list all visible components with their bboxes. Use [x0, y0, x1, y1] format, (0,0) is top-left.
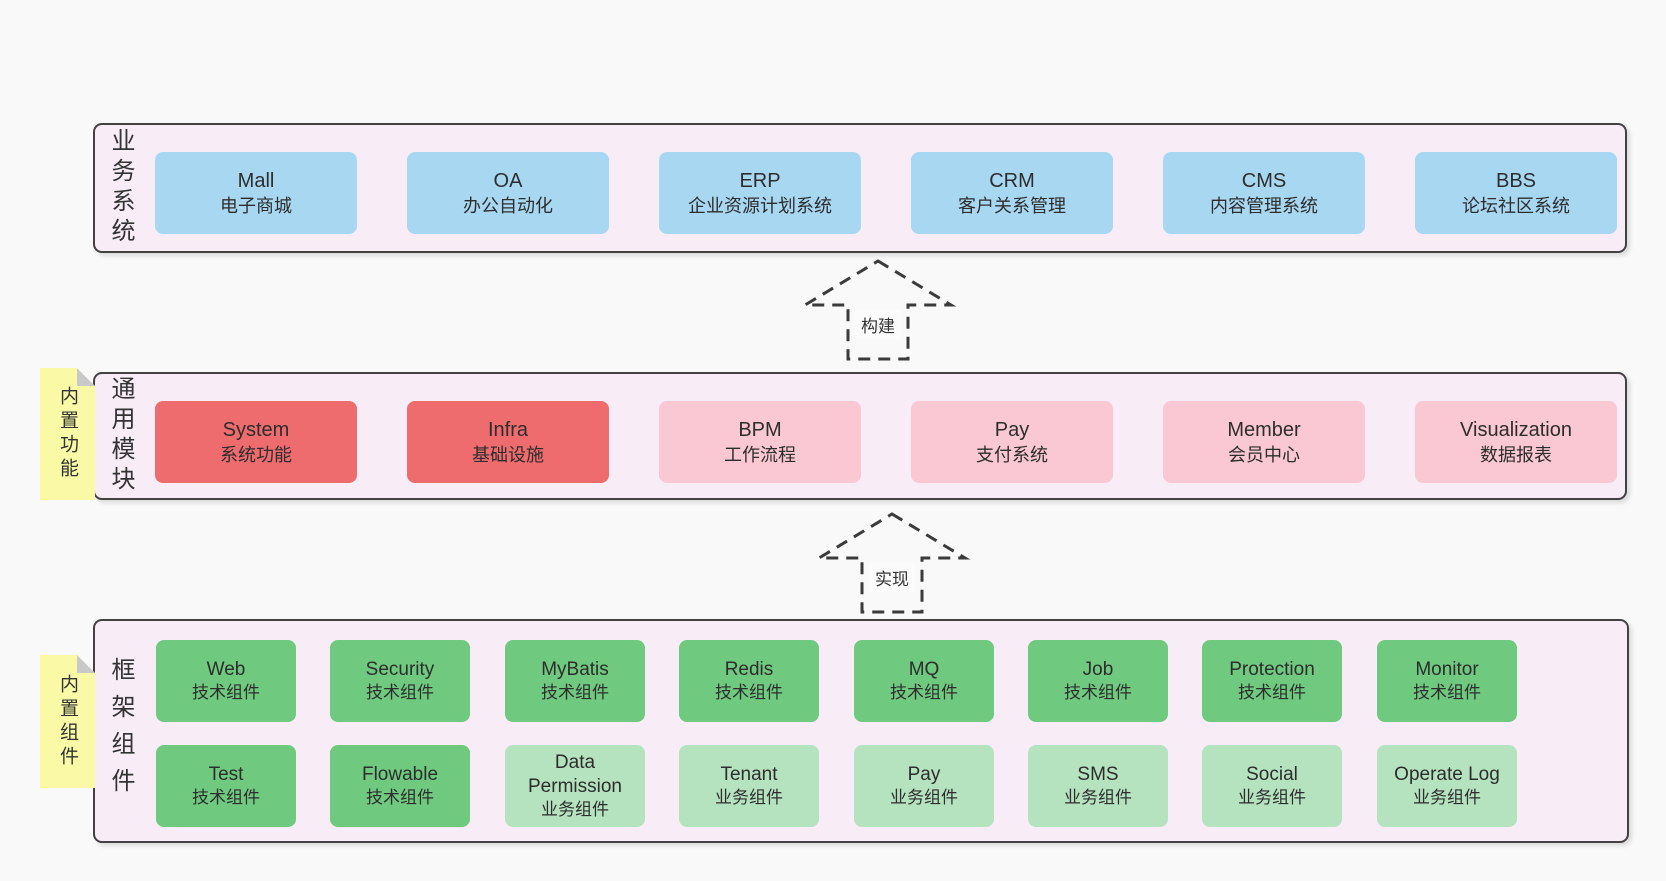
box-subtitle: 数据报表 [1480, 444, 1552, 465]
box-subtitle: 技术组件 [541, 682, 609, 702]
box-title: Infra [487, 418, 529, 441]
box-subtitle: 客户关系管理 [958, 195, 1066, 216]
box-bpm: BPM 工作流程 [659, 401, 861, 483]
box-title: Monitor [1415, 659, 1479, 681]
box-erp: ERP 企业资源计划系统 [659, 152, 861, 234]
box-protection: Protection 技术组件 [1202, 640, 1342, 722]
sticky-label: 内置组件 [57, 673, 78, 770]
box-title: BBS [1495, 169, 1537, 192]
box-title: Member [1227, 418, 1301, 441]
box-title: Data Permission [528, 752, 622, 797]
box-title: Job [1082, 659, 1114, 681]
box-bbs: BBS 论坛社区系统 [1415, 152, 1617, 234]
box-job: Job 技术组件 [1028, 640, 1168, 722]
box-subtitle: 技术组件 [192, 682, 260, 702]
arrow-implement: 实现 [812, 511, 972, 615]
box-subtitle: 论坛社区系统 [1462, 195, 1570, 216]
box-subtitle: 业务组件 [1238, 787, 1306, 807]
layer-label-common-modules: 通用模块 [107, 376, 134, 496]
box-title: Tenant [720, 764, 778, 786]
box-pay: Pay 支付系统 [911, 401, 1113, 483]
box-title: Social [1246, 764, 1298, 786]
box-title: SMS [1077, 764, 1119, 786]
box-subtitle: 办公自动化 [463, 195, 553, 216]
box-mq: MQ 技术组件 [854, 640, 994, 722]
box-title: Test [208, 764, 244, 786]
box-title: Pay [907, 764, 941, 786]
layer-panel-business-systems: 业务系统 Mall 电子商城 OA 办公自动化 ERP 企业资源计划系统 CRM… [93, 123, 1627, 253]
box-subtitle: 电子商城 [220, 195, 292, 216]
box-flowable: Flowable 技术组件 [330, 745, 470, 827]
layer-label-framework-components: 框架组件 [107, 657, 134, 805]
arrow-build: 构建 [798, 258, 958, 362]
box-title: OA [493, 169, 523, 192]
box-subtitle: 技术组件 [715, 682, 783, 702]
box-title: Security [365, 659, 435, 681]
sticky-label: 内置功能 [57, 386, 78, 482]
layer-panel-common-modules: 通用模块 System 系统功能 Infra 基础设施 BPM 工作流程 Pay… [93, 372, 1627, 500]
box-subtitle: 基础设施 [472, 444, 544, 465]
box-redis: Redis 技术组件 [679, 640, 819, 722]
box-social: Social 业务组件 [1202, 745, 1342, 827]
box-data-permission: Data Permission 业务组件 [505, 745, 645, 827]
box-subtitle: 业务组件 [715, 787, 783, 807]
box-subtitle: 支付系统 [976, 444, 1048, 465]
box-sms: SMS 业务组件 [1028, 745, 1168, 827]
box-crm: CRM 客户关系管理 [911, 152, 1113, 234]
box-title: Pay [994, 418, 1030, 441]
box-subtitle: 技术组件 [1413, 682, 1481, 702]
box-subtitle: 技术组件 [366, 682, 434, 702]
box-subtitle: 技术组件 [890, 682, 958, 702]
box-mybatis: MyBatis 技术组件 [505, 640, 645, 722]
box-subtitle: 内容管理系统 [1210, 195, 1318, 216]
box-title: Flowable [361, 764, 439, 786]
box-subtitle: 系统功能 [220, 444, 292, 465]
box-member: Member 会员中心 [1163, 401, 1365, 483]
box-title: Web [206, 659, 246, 681]
box-title: MQ [908, 659, 940, 681]
box-monitor: Monitor 技术组件 [1377, 640, 1517, 722]
box-security: Security 技术组件 [330, 640, 470, 722]
box-title: MyBatis [541, 659, 609, 681]
box-title: Mall [237, 169, 275, 192]
box-subtitle: 技术组件 [1238, 682, 1306, 702]
box-title: CMS [1241, 169, 1287, 192]
box-oa: OA 办公自动化 [407, 152, 609, 234]
sticky-note-builtin-components: 内置组件 [40, 655, 95, 788]
layer-panel-framework-components: 框架组件 Web 技术组件 Security 技术组件 MyBatis 技术组件… [93, 619, 1629, 843]
box-subtitle: 业务组件 [1064, 787, 1132, 807]
box-subtitle: 技术组件 [192, 787, 260, 807]
box-tenant: Tenant 业务组件 [679, 745, 819, 827]
sticky-note-builtin-features: 内置功能 [40, 368, 95, 500]
box-title: BPM [738, 418, 782, 441]
arrow-build-label: 构建 [855, 310, 901, 339]
box-title: CRM [989, 169, 1035, 192]
arrow-implement-label: 实现 [869, 563, 915, 592]
box-subtitle: 技术组件 [1064, 682, 1132, 702]
box-pay-component: Pay 业务组件 [854, 745, 994, 827]
box-subtitle: 业务组件 [541, 799, 609, 819]
box-subtitle: 业务组件 [1413, 787, 1481, 807]
box-title: System [222, 418, 290, 441]
box-subtitle: 技术组件 [366, 787, 434, 807]
box-subtitle: 企业资源计划系统 [688, 195, 832, 216]
box-test: Test 技术组件 [156, 745, 296, 827]
box-subtitle: 工作流程 [724, 444, 796, 465]
box-title: Operate Log [1394, 764, 1500, 786]
box-operate-log: Operate Log 业务组件 [1377, 745, 1517, 827]
box-mall: Mall 电子商城 [155, 152, 357, 234]
box-system: System 系统功能 [155, 401, 357, 483]
box-subtitle: 会员中心 [1228, 444, 1300, 465]
box-web: Web 技术组件 [156, 640, 296, 722]
box-visualization: Visualization 数据报表 [1415, 401, 1617, 483]
box-title: Visualization [1460, 418, 1572, 441]
box-title: Protection [1229, 659, 1315, 681]
box-title: Redis [724, 659, 774, 681]
box-infra: Infra 基础设施 [407, 401, 609, 483]
box-title: ERP [739, 169, 781, 192]
box-subtitle: 业务组件 [890, 787, 958, 807]
layer-label-business-systems: 业务系统 [107, 128, 134, 248]
box-cms: CMS 内容管理系统 [1163, 152, 1365, 234]
